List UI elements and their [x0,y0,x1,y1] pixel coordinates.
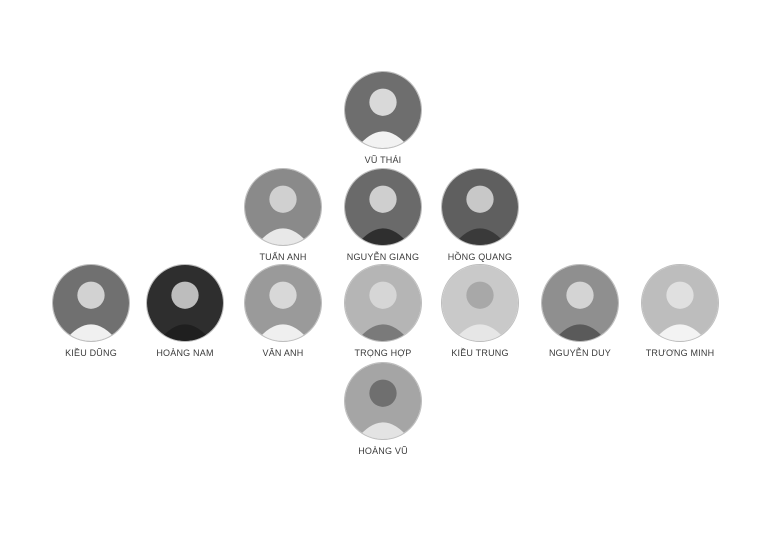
member-tuan-anh: TUẤN ANH [228,168,338,262]
member-photo [344,168,422,246]
member-hoang-vu: HOÀNG VŨ [328,362,438,456]
member-name: NGUYỄN GIANG [346,252,420,262]
person-portrait-icon [542,265,618,341]
member-name: TUẤN ANH [259,252,307,262]
member-hong-quang: HỒNG QUANG [425,168,535,262]
member-name: VÂN ANH [262,348,304,358]
person-portrait-icon [245,169,321,245]
member-photo [244,264,322,342]
member-name: HOÀNG NAM [156,348,214,358]
person-portrait-icon [442,265,518,341]
member-name: TRỌNG HỢP [354,348,412,358]
member-trong-hop: TRỌNG HỢP [328,264,438,358]
person-portrait-icon [53,265,129,341]
member-name: TRƯƠNG MINH [645,348,715,358]
member-photo [441,168,519,246]
member-photo [344,264,422,342]
person-portrait-icon [345,363,421,439]
member-name: VŨ THÁI [364,155,402,165]
member-photo [52,264,130,342]
member-name: HOÀNG VŨ [358,446,408,456]
member-nguyen-giang: NGUYỄN GIANG [328,168,438,262]
member-name: KIỀU TRUNG [451,348,509,358]
person-portrait-icon [442,169,518,245]
member-truong-minh: TRƯƠNG MINH [625,264,735,358]
person-portrait-icon [345,72,421,148]
person-portrait-icon [245,265,321,341]
member-photo [641,264,719,342]
person-portrait-icon [345,265,421,341]
member-nguyen-duy: NGUYỄN DUY [525,264,635,358]
person-portrait-icon [345,169,421,245]
member-van-anh: VÂN ANH [228,264,338,358]
member-vu-thai: VŨ THÁI [328,71,438,165]
member-name: KIỀU DŨNG [65,348,117,358]
member-photo [541,264,619,342]
member-photo [146,264,224,342]
member-kieu-dung: KIỀU DŨNG [36,264,146,358]
person-portrait-icon [147,265,223,341]
member-hoang-nam: HOÀNG NAM [130,264,240,358]
person-portrait-icon [642,265,718,341]
member-name: HỒNG QUANG [447,252,513,262]
member-photo [441,264,519,342]
member-kieu-trung: KIỀU TRUNG [425,264,535,358]
member-photo [344,71,422,149]
member-photo [344,362,422,440]
member-name: NGUYỄN DUY [548,348,611,358]
member-photo [244,168,322,246]
